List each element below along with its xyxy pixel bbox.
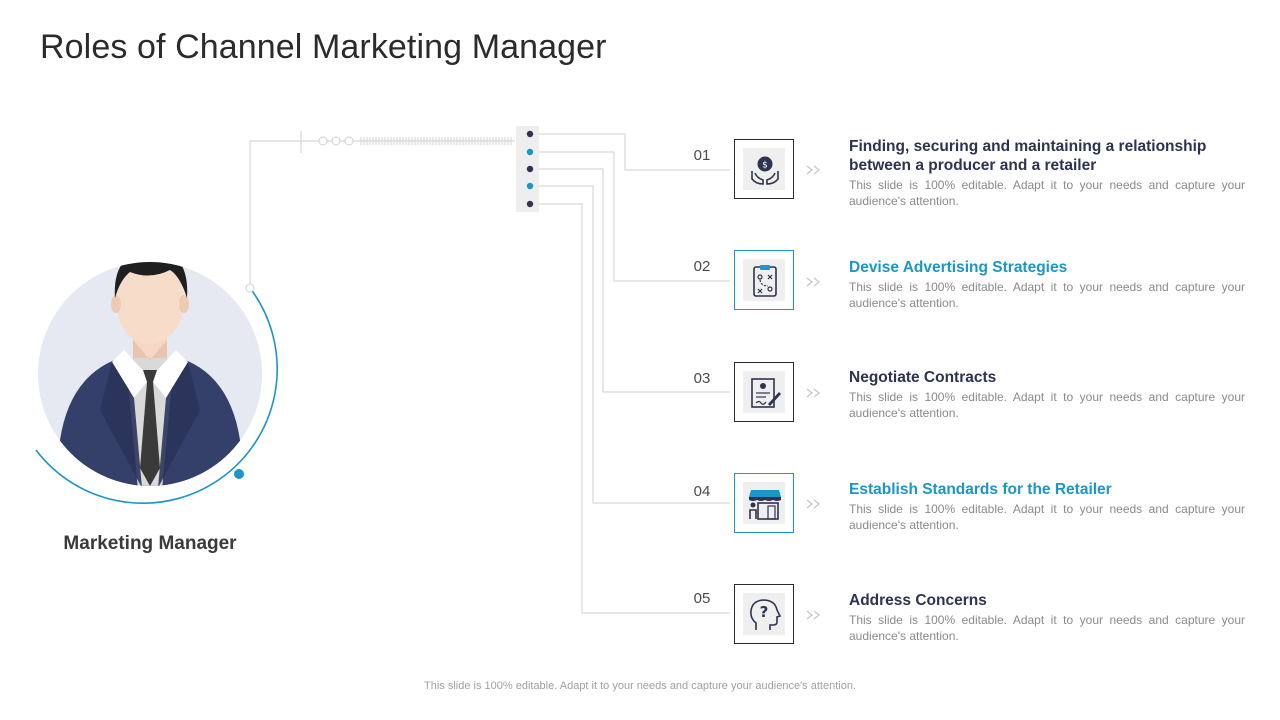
list-item: Negotiate Contracts This slide is 100% e… — [849, 368, 1245, 421]
item-title: Finding, securing and maintaining a rela… — [849, 138, 1207, 174]
item-description: This slide is 100% editable. Adapt it to… — [849, 178, 1245, 208]
item-number: 04 — [693, 483, 711, 500]
item-title: Devise Advertising Strategies — [849, 259, 1068, 276]
item-number: 01 — [693, 147, 711, 164]
businessman-illustration — [35, 262, 278, 504]
item-icon-box — [734, 362, 794, 422]
item-number: 05 — [693, 590, 711, 607]
chevron-double-icon — [806, 165, 821, 175]
list-item: Finding, securing and maintaining a rela… — [849, 137, 1245, 209]
item-title: Establish Standards for the Retailer — [849, 481, 1112, 498]
chevron-double-icon — [806, 499, 821, 509]
chevron-double-icon — [806, 610, 821, 620]
item-icon-box: $ — [734, 139, 794, 199]
chevron-double-icon — [806, 388, 821, 398]
head-question-icon: ? — [750, 599, 782, 630]
item-icon-box — [734, 473, 794, 533]
hands-coin-icon: $ — [751, 156, 779, 185]
manager-avatar — [30, 240, 290, 520]
contract-signing-icon — [751, 378, 781, 408]
list-item: Address Concerns This slide is 100% edit… — [849, 591, 1245, 644]
item-number: 03 — [693, 370, 711, 387]
list-item: Devise Advertising Strategies This slide… — [849, 258, 1245, 311]
strategy-clipboard-icon — [753, 265, 777, 297]
item-description: This slide is 100% editable. Adapt it to… — [849, 613, 1245, 643]
item-icon-box — [734, 250, 794, 310]
item-title: Negotiate Contracts — [849, 369, 997, 386]
chevron-double-icon — [806, 277, 821, 287]
svg-text:?: ? — [760, 603, 769, 621]
item-icon-box: ? — [734, 584, 794, 644]
person-label: Marketing Manager — [63, 533, 237, 554]
item-description: This slide is 100% editable. Adapt it to… — [849, 280, 1245, 310]
svg-text:$: $ — [762, 161, 768, 171]
footer-note: This slide is 100% editable. Adapt it to… — [424, 680, 856, 692]
list-item: Establish Standards for the Retailer Thi… — [849, 480, 1245, 533]
item-number: 02 — [693, 258, 711, 275]
item-title: Address Concerns — [849, 592, 987, 609]
item-description: This slide is 100% editable. Adapt it to… — [849, 390, 1245, 420]
item-description: This slide is 100% editable. Adapt it to… — [849, 502, 1245, 532]
slide-title: Roles of Channel Marketing Manager — [40, 28, 607, 66]
retail-store-icon — [749, 490, 781, 520]
